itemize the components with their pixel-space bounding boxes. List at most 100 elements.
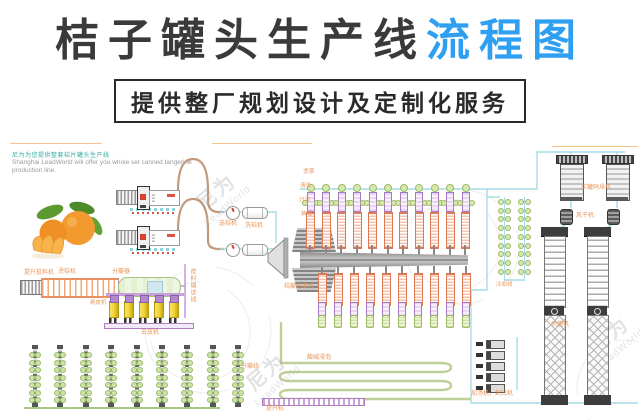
rack-dot-pair xyxy=(206,397,219,403)
title-main: 桔子罐头生产线 xyxy=(55,16,426,65)
grader-machine xyxy=(116,223,180,255)
air-dryer xyxy=(560,209,573,225)
column-orange-segment xyxy=(368,212,377,249)
seamer-row xyxy=(476,362,505,371)
seamer-row xyxy=(476,384,505,393)
segment-rack xyxy=(79,345,92,407)
palletizer-body xyxy=(560,164,584,201)
chain-link xyxy=(518,207,531,214)
grader-machine xyxy=(116,183,180,215)
segment-rack xyxy=(156,345,168,407)
lower-column xyxy=(397,266,407,328)
rack-dot-pair xyxy=(29,367,41,373)
label-elevator: 提升机 xyxy=(266,406,285,412)
lower-column xyxy=(381,266,391,328)
washer-capsule xyxy=(242,207,268,219)
palletizer-tower xyxy=(556,155,588,201)
seamer-row xyxy=(476,373,505,382)
rack-dot-pair xyxy=(105,352,118,358)
rack-dot-pair xyxy=(54,389,67,396)
peeler-unit xyxy=(169,295,179,323)
rack-dot-pair xyxy=(29,389,41,396)
grader-body xyxy=(149,230,180,246)
upper-column xyxy=(456,183,475,255)
chain-link xyxy=(518,233,531,240)
column-orange-segment xyxy=(321,212,331,249)
label-step1: 烫漂 xyxy=(303,169,315,175)
rack-dot-pair xyxy=(206,389,219,396)
chain-link xyxy=(518,199,531,205)
upper-column xyxy=(317,183,335,255)
label-seamer: 封口机 xyxy=(495,391,514,397)
sterilizer-upper xyxy=(544,236,566,308)
rack-dot-pair xyxy=(181,367,194,373)
column-purple-segment xyxy=(446,302,454,317)
segment-rack xyxy=(232,345,245,407)
label-blancher: 烫桔机 xyxy=(58,269,77,275)
column-orange-segment xyxy=(445,212,455,249)
rack-dot-pair xyxy=(206,382,219,388)
rack-dot-pair xyxy=(130,352,143,358)
rack-dot-pair xyxy=(130,374,143,381)
rack-dot-pair xyxy=(232,397,245,403)
column-orange-segment xyxy=(337,212,346,249)
segment-rack xyxy=(29,345,41,407)
label-separator: 桔瓣分离机 xyxy=(284,284,315,290)
sterilizer-lattice xyxy=(587,315,609,397)
segment-rack xyxy=(54,345,67,407)
page-title: 桔子罐头生产线流程图 xyxy=(0,4,640,68)
lower-column xyxy=(349,266,359,328)
rack-dot-pair xyxy=(54,352,67,358)
label-step3: 分选 xyxy=(299,197,311,203)
chain-link xyxy=(498,207,511,214)
chain-link xyxy=(498,259,511,266)
chain-link xyxy=(498,268,511,275)
label-sorter: 选桔机 xyxy=(219,221,238,227)
label-peel-line: 皮料输送线 xyxy=(189,268,195,303)
rack-dot-pair xyxy=(156,352,168,358)
chain-link xyxy=(498,233,511,240)
elevator-conveyor xyxy=(262,398,365,406)
sterilizer-tower xyxy=(584,227,611,405)
grader-roller xyxy=(116,190,138,205)
rack-dot-pair xyxy=(79,359,92,366)
lower-column xyxy=(365,266,375,328)
intro-english-line2: production line. xyxy=(12,167,57,174)
peeler-unit xyxy=(154,295,164,323)
upper-column xyxy=(441,183,459,255)
column-purple-segment xyxy=(394,192,413,212)
rack-dot-pair xyxy=(206,367,219,373)
lower-column xyxy=(317,266,327,328)
rack-dot-pair xyxy=(79,352,92,358)
rack-dot-pair xyxy=(181,359,194,366)
title-accent: 流程图 xyxy=(426,16,585,65)
label-cooling-line: 冷却线 xyxy=(496,282,513,288)
rack-dot-pair xyxy=(156,389,168,396)
rack-dot-pair xyxy=(79,382,92,388)
rack-base-line xyxy=(24,407,220,409)
column-purple-segment xyxy=(456,192,475,212)
sterilizer-lattice xyxy=(544,315,566,397)
rack-dot-pair xyxy=(206,352,219,358)
sorter-gauge xyxy=(226,243,240,257)
chain-link xyxy=(518,251,531,258)
sterilizer-tower xyxy=(541,227,568,405)
label-feeder: 提升投料机 xyxy=(24,270,55,276)
grader-roller xyxy=(116,230,138,245)
acid-soak-pipe xyxy=(278,322,471,401)
column-purple-segment xyxy=(334,302,342,317)
column-orange-segment xyxy=(430,212,439,249)
label-peeler-left: 剥皮机 xyxy=(90,300,107,306)
column-purple-segment xyxy=(318,302,326,317)
label-acid-soak: 酸碱浸泡 xyxy=(307,355,332,361)
chain-link xyxy=(518,268,531,275)
rack-dot-pair xyxy=(105,397,118,403)
column-purple-segment xyxy=(414,302,422,317)
air-dryer xyxy=(607,209,620,225)
rack-dot-pair xyxy=(232,352,245,358)
upper-column xyxy=(394,183,413,255)
segment-rack xyxy=(206,345,219,407)
upper-column xyxy=(379,183,397,255)
feeder-roller xyxy=(20,280,42,295)
rack-dot-pair xyxy=(105,389,118,396)
